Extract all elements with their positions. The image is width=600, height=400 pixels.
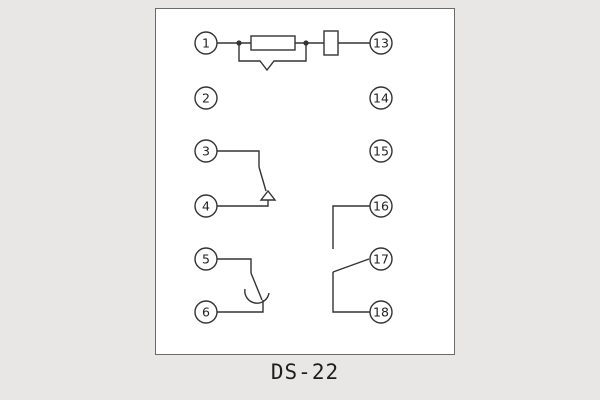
terminal-4: 4 [194, 194, 218, 218]
terminal-circle [194, 31, 218, 55]
wire-to-18 [332, 272, 370, 313]
terminal-label: 13 [373, 36, 389, 51]
wire-from-3 [217, 150, 260, 167]
terminal-circle [194, 300, 218, 324]
junction-dot [236, 40, 242, 46]
terminal-16: 16 [369, 194, 393, 218]
terminal-label: 4 [202, 199, 210, 214]
terminal-label: 16 [373, 199, 389, 214]
wire-from-6 [217, 300, 264, 313]
terminal-circle [369, 86, 393, 110]
terminal-label: 1 [202, 36, 210, 51]
contact-blade [258, 166, 267, 192]
circuit-1-13 [217, 30, 370, 72]
terminal-circle [369, 247, 393, 271]
terminal-circle [194, 194, 218, 218]
terminal-label: 18 [373, 305, 389, 320]
contact-16-17-18 [332, 205, 370, 313]
contact-3-4 [217, 150, 277, 207]
terminal-label: 3 [202, 144, 210, 159]
relay-panel: 1 2 3 4 5 [155, 8, 455, 355]
terminal-18: 18 [369, 300, 393, 324]
terminal-label: 2 [202, 91, 210, 106]
wire-from-16 [332, 205, 370, 249]
delay-arc [244, 288, 270, 304]
terminals-right: 13 14 15 16 17 [369, 31, 393, 324]
terminal-label: 17 [373, 252, 389, 267]
terminal-5: 5 [194, 247, 218, 271]
capacitor-symbol [323, 30, 339, 56]
terminal-label: 6 [202, 305, 210, 320]
terminal-label: 15 [373, 144, 389, 159]
terminal-2: 2 [194, 86, 218, 110]
terminal-17: 17 [369, 247, 393, 271]
wire-from-4 [217, 200, 269, 207]
contact-blade [250, 272, 263, 301]
terminals-left: 1 2 3 4 5 [194, 31, 218, 324]
wire-from-5 [217, 258, 252, 273]
terminal-label: 14 [373, 91, 389, 106]
wiring-diagram: 1 2 3 4 5 [194, 30, 393, 324]
terminal-circle [194, 139, 218, 163]
terminal-circle [369, 300, 393, 324]
terminal-15: 15 [369, 139, 393, 163]
terminal-6: 6 [194, 300, 218, 324]
terminal-13: 13 [369, 31, 393, 55]
normally-open-contact [238, 43, 307, 72]
terminal-circle [194, 247, 218, 271]
terminal-3: 3 [194, 139, 218, 163]
terminal-circle [369, 31, 393, 55]
resistor-symbol [250, 35, 296, 51]
terminal-circle [369, 139, 393, 163]
terminal-1: 1 [194, 31, 218, 55]
terminal-circle [369, 194, 393, 218]
contact-5-6 [217, 258, 270, 313]
terminal-label: 5 [202, 252, 210, 267]
contact-tip-triangle [259, 189, 277, 201]
contact-blade [332, 258, 370, 273]
model-label: DS-22 [270, 360, 340, 384]
terminal-circle [194, 86, 218, 110]
junction-dot [303, 40, 309, 46]
terminal-14: 14 [369, 86, 393, 110]
